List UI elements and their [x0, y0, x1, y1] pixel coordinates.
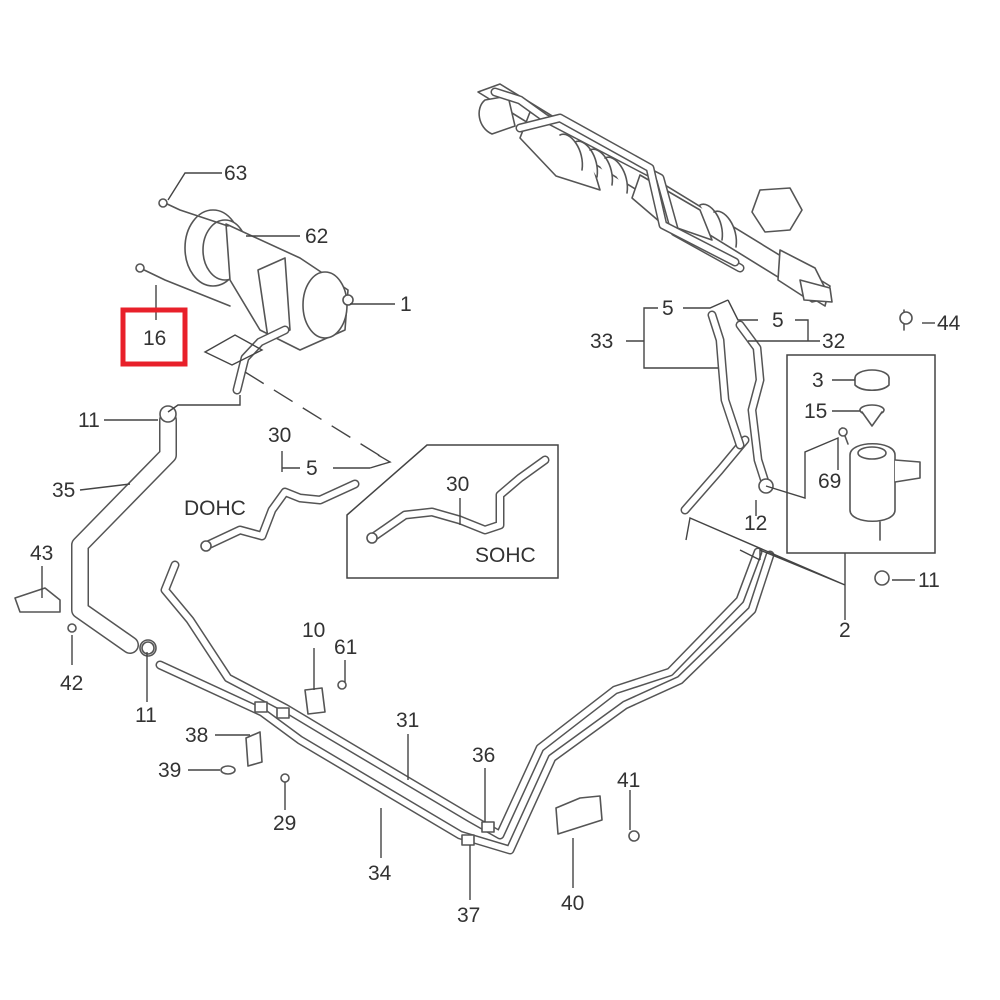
callout-16[interactable]: 16 [143, 327, 166, 350]
callout-41[interactable]: 41 [617, 769, 640, 792]
callout-44[interactable]: 44 [937, 312, 961, 335]
steering-lines [707, 310, 774, 494]
callout-1[interactable]: 1 [400, 293, 412, 316]
reference-dashed-line [244, 371, 391, 463]
callout-5-left[interactable]: 5 [662, 297, 674, 320]
variant-label-dohc: DOHC [184, 497, 246, 520]
callout-3[interactable]: 3 [812, 369, 824, 392]
callout-32[interactable]: 32 [822, 330, 845, 353]
callout-63[interactable]: 63 [224, 162, 247, 185]
sohc-inset [346, 444, 559, 579]
brackets [14, 587, 640, 846]
variant-label-sohc: SOHC [475, 544, 536, 567]
callout-29[interactable]: 29 [273, 812, 296, 835]
return-hose-35 [71, 405, 177, 657]
power-steering-pump [135, 198, 354, 351]
callout-36[interactable]: 36 [472, 744, 495, 767]
leader-lines [41, 172, 935, 900]
callout-61[interactable]: 61 [334, 636, 357, 659]
callout-35[interactable]: 35 [52, 479, 75, 502]
callout-10[interactable]: 10 [302, 619, 325, 642]
callout-33[interactable]: 33 [590, 330, 613, 353]
pressure-hose-dohc [200, 479, 360, 552]
callout-30-sohc[interactable]: 30 [446, 473, 469, 496]
callout-11-right[interactable]: 11 [918, 569, 940, 592]
reservoir-group [786, 309, 936, 586]
callout-34[interactable]: 34 [368, 862, 392, 885]
callout-39[interactable]: 39 [158, 759, 181, 782]
callout-43[interactable]: 43 [30, 542, 53, 565]
cooler-lines [155, 435, 775, 855]
callout-12[interactable]: 12 [744, 512, 767, 535]
callout-38[interactable]: 38 [185, 724, 208, 747]
callout-15[interactable]: 15 [804, 400, 827, 423]
steering-rack-gear [477, 83, 833, 307]
callout-40[interactable]: 40 [561, 892, 584, 915]
callout-11-top[interactable]: 11 [78, 409, 100, 432]
callout-30-dohc[interactable]: 30 [268, 424, 291, 447]
callout-5-dohc[interactable]: 5 [306, 457, 318, 480]
callout-62[interactable]: 62 [305, 225, 328, 248]
callout-37[interactable]: 37 [457, 904, 480, 927]
callout-5-right[interactable]: 5 [772, 309, 784, 332]
callout-labels: 63 62 1 16 11 35 30 5 30 43 42 11 10 61 … [30, 162, 961, 927]
callout-69[interactable]: 69 [818, 470, 841, 493]
callout-11-left[interactable]: 11 [135, 704, 157, 727]
callout-31[interactable]: 31 [396, 709, 419, 732]
callout-2[interactable]: 2 [839, 619, 851, 642]
pump-pressure-fitting [203, 325, 290, 395]
highlight-box-part-16 [120, 307, 188, 367]
callout-42[interactable]: 42 [60, 672, 83, 695]
